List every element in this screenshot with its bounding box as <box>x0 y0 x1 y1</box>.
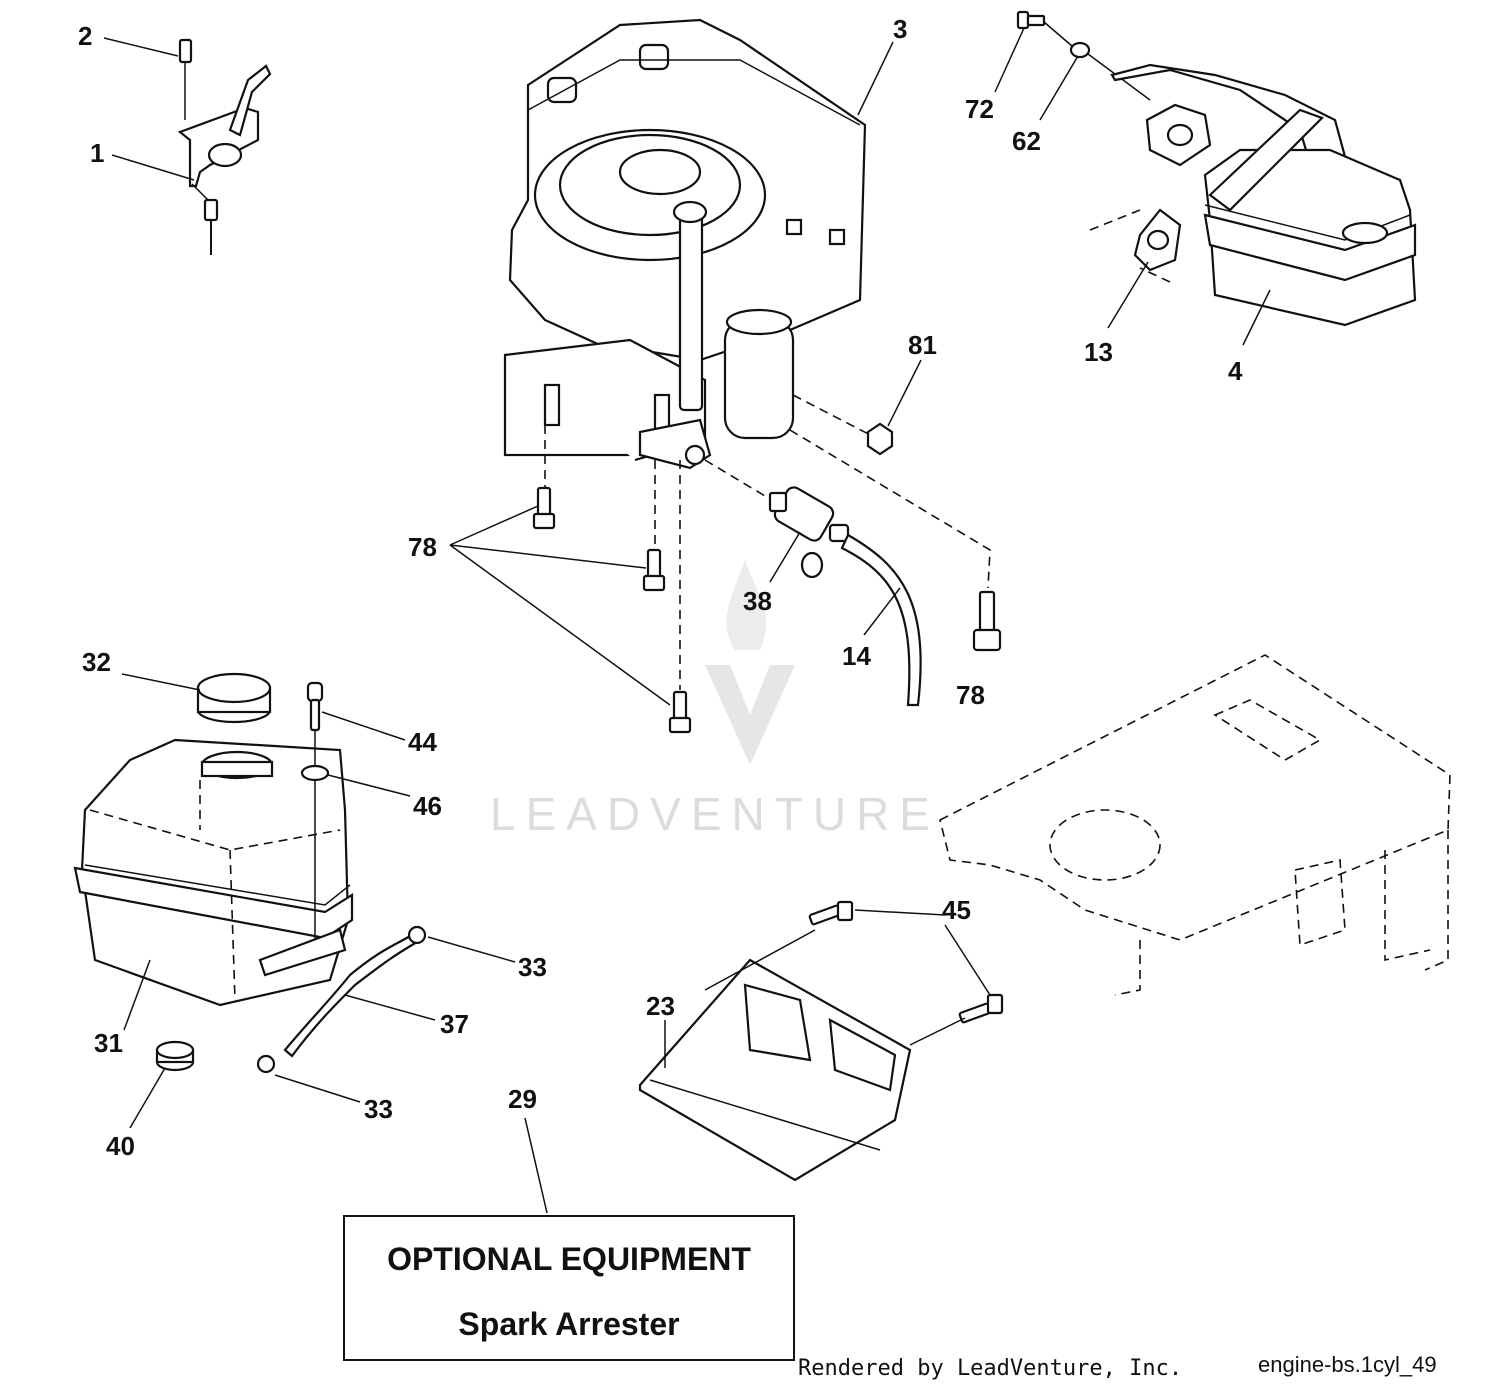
callout-2: 2 <box>78 21 92 51</box>
callout-31: 31 <box>94 1028 123 1058</box>
callout-72: 72 <box>965 94 994 124</box>
fuel-cap <box>196 672 272 724</box>
bolt-78-c <box>668 690 692 734</box>
callout-45: 45 <box>942 895 971 925</box>
callout-14: 14 <box>842 641 871 671</box>
callout-32: 32 <box>82 647 111 677</box>
grommet-40 <box>155 1040 195 1072</box>
callout-38: 38 <box>743 586 772 616</box>
callout-33-bottom: 33 <box>364 1094 393 1124</box>
watermark-text: LEADVENTURE <box>490 788 940 840</box>
dash-oil-filter-nut <box>792 394 881 441</box>
bolt-78-b <box>642 548 666 592</box>
drain-valve <box>768 486 850 579</box>
callout-40: 40 <box>106 1131 135 1161</box>
watermark: LEADVENTURE <box>490 560 940 840</box>
clamp-33-bottom <box>256 1054 276 1074</box>
clamp-33-top <box>407 925 427 945</box>
engine <box>503 18 867 470</box>
bolt-45-top <box>808 900 854 926</box>
exhaust-assembly <box>1016 10 1417 327</box>
callout-46: 46 <box>413 791 442 821</box>
callout-23: 23 <box>646 991 675 1021</box>
washer-46 <box>300 764 330 782</box>
callout-1: 1 <box>90 138 104 168</box>
callout-29: 29 <box>508 1084 537 1114</box>
callout-4: 4 <box>1228 356 1243 386</box>
optional-equipment-subtitle: Spark Arrester <box>458 1306 680 1342</box>
bolt-45-bottom <box>958 993 1004 1024</box>
drain-hose <box>840 533 922 707</box>
throttle-control <box>177 38 272 255</box>
dash-engine-bolt-4 <box>789 429 991 589</box>
dash-drain-valve <box>704 459 781 506</box>
callout-78-right: 78 <box>956 680 985 710</box>
callout-62: 62 <box>1012 126 1041 156</box>
callout-44: 44 <box>408 727 437 757</box>
bolt-78-a <box>532 486 556 530</box>
nut-81 <box>866 422 894 456</box>
callout-37: 37 <box>440 1009 469 1039</box>
callout-3: 3 <box>893 14 907 44</box>
heat-shield <box>638 958 912 1182</box>
optional-equipment-title: OPTIONAL EQUIPMENT <box>387 1241 751 1277</box>
frame <box>939 654 1451 996</box>
diagram-code: engine-bs.1cyl_49 <box>1258 1352 1437 1377</box>
callout-81: 81 <box>908 330 937 360</box>
optional-equipment-box: OPTIONAL EQUIPMENT Spark Arrester <box>343 1215 795 1361</box>
callout-78-left: 78 <box>408 532 437 562</box>
bolt-78-d <box>972 590 1002 652</box>
callout-13: 13 <box>1084 337 1113 367</box>
callout-33-top: 33 <box>518 952 547 982</box>
fuel-tank <box>73 738 354 1007</box>
render-credit: Rendered by LeadVenture, Inc. <box>798 1356 1183 1381</box>
